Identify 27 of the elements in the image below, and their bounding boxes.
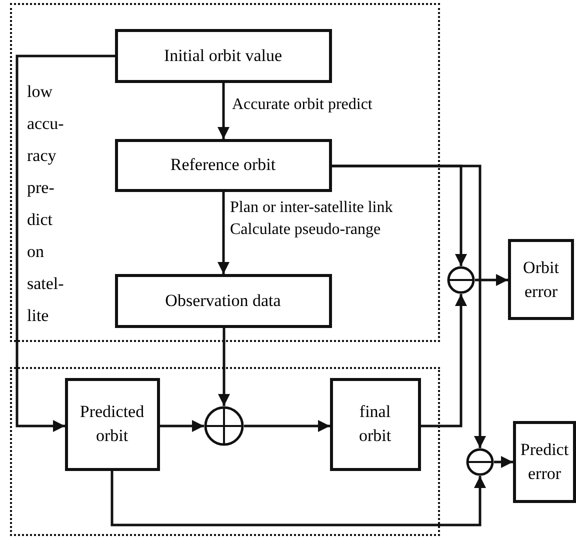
arrow	[494, 456, 513, 468]
arrow	[110, 471, 486, 526]
process-box	[114, 274, 332, 328]
box-label: Observation data	[164, 290, 282, 312]
box-label: Initial orbit value	[162, 44, 284, 67]
arrow	[218, 83, 230, 139]
process-box	[513, 421, 576, 503]
arrow	[475, 274, 508, 286]
box-label: final orbit	[358, 401, 392, 447]
arrow	[218, 328, 230, 406]
arrow	[332, 164, 486, 448]
arrow	[160, 420, 204, 432]
arrow	[244, 420, 330, 432]
box-label: Reference orbit	[169, 154, 277, 176]
process-box	[114, 138, 332, 192]
box-label: Predicted orbit	[78, 401, 146, 447]
arrow	[16, 54, 115, 432]
dotted-group-frame	[10, 3, 440, 342]
box-label: Orbit error	[522, 256, 560, 302]
process-box	[64, 378, 160, 470]
box-label: Predict error	[519, 439, 570, 485]
process-box	[330, 378, 420, 470]
dotted-group-frame	[10, 367, 440, 536]
process-box	[508, 239, 574, 320]
process-box	[114, 28, 332, 82]
arrow	[421, 294, 467, 428]
arrow	[218, 192, 230, 274]
